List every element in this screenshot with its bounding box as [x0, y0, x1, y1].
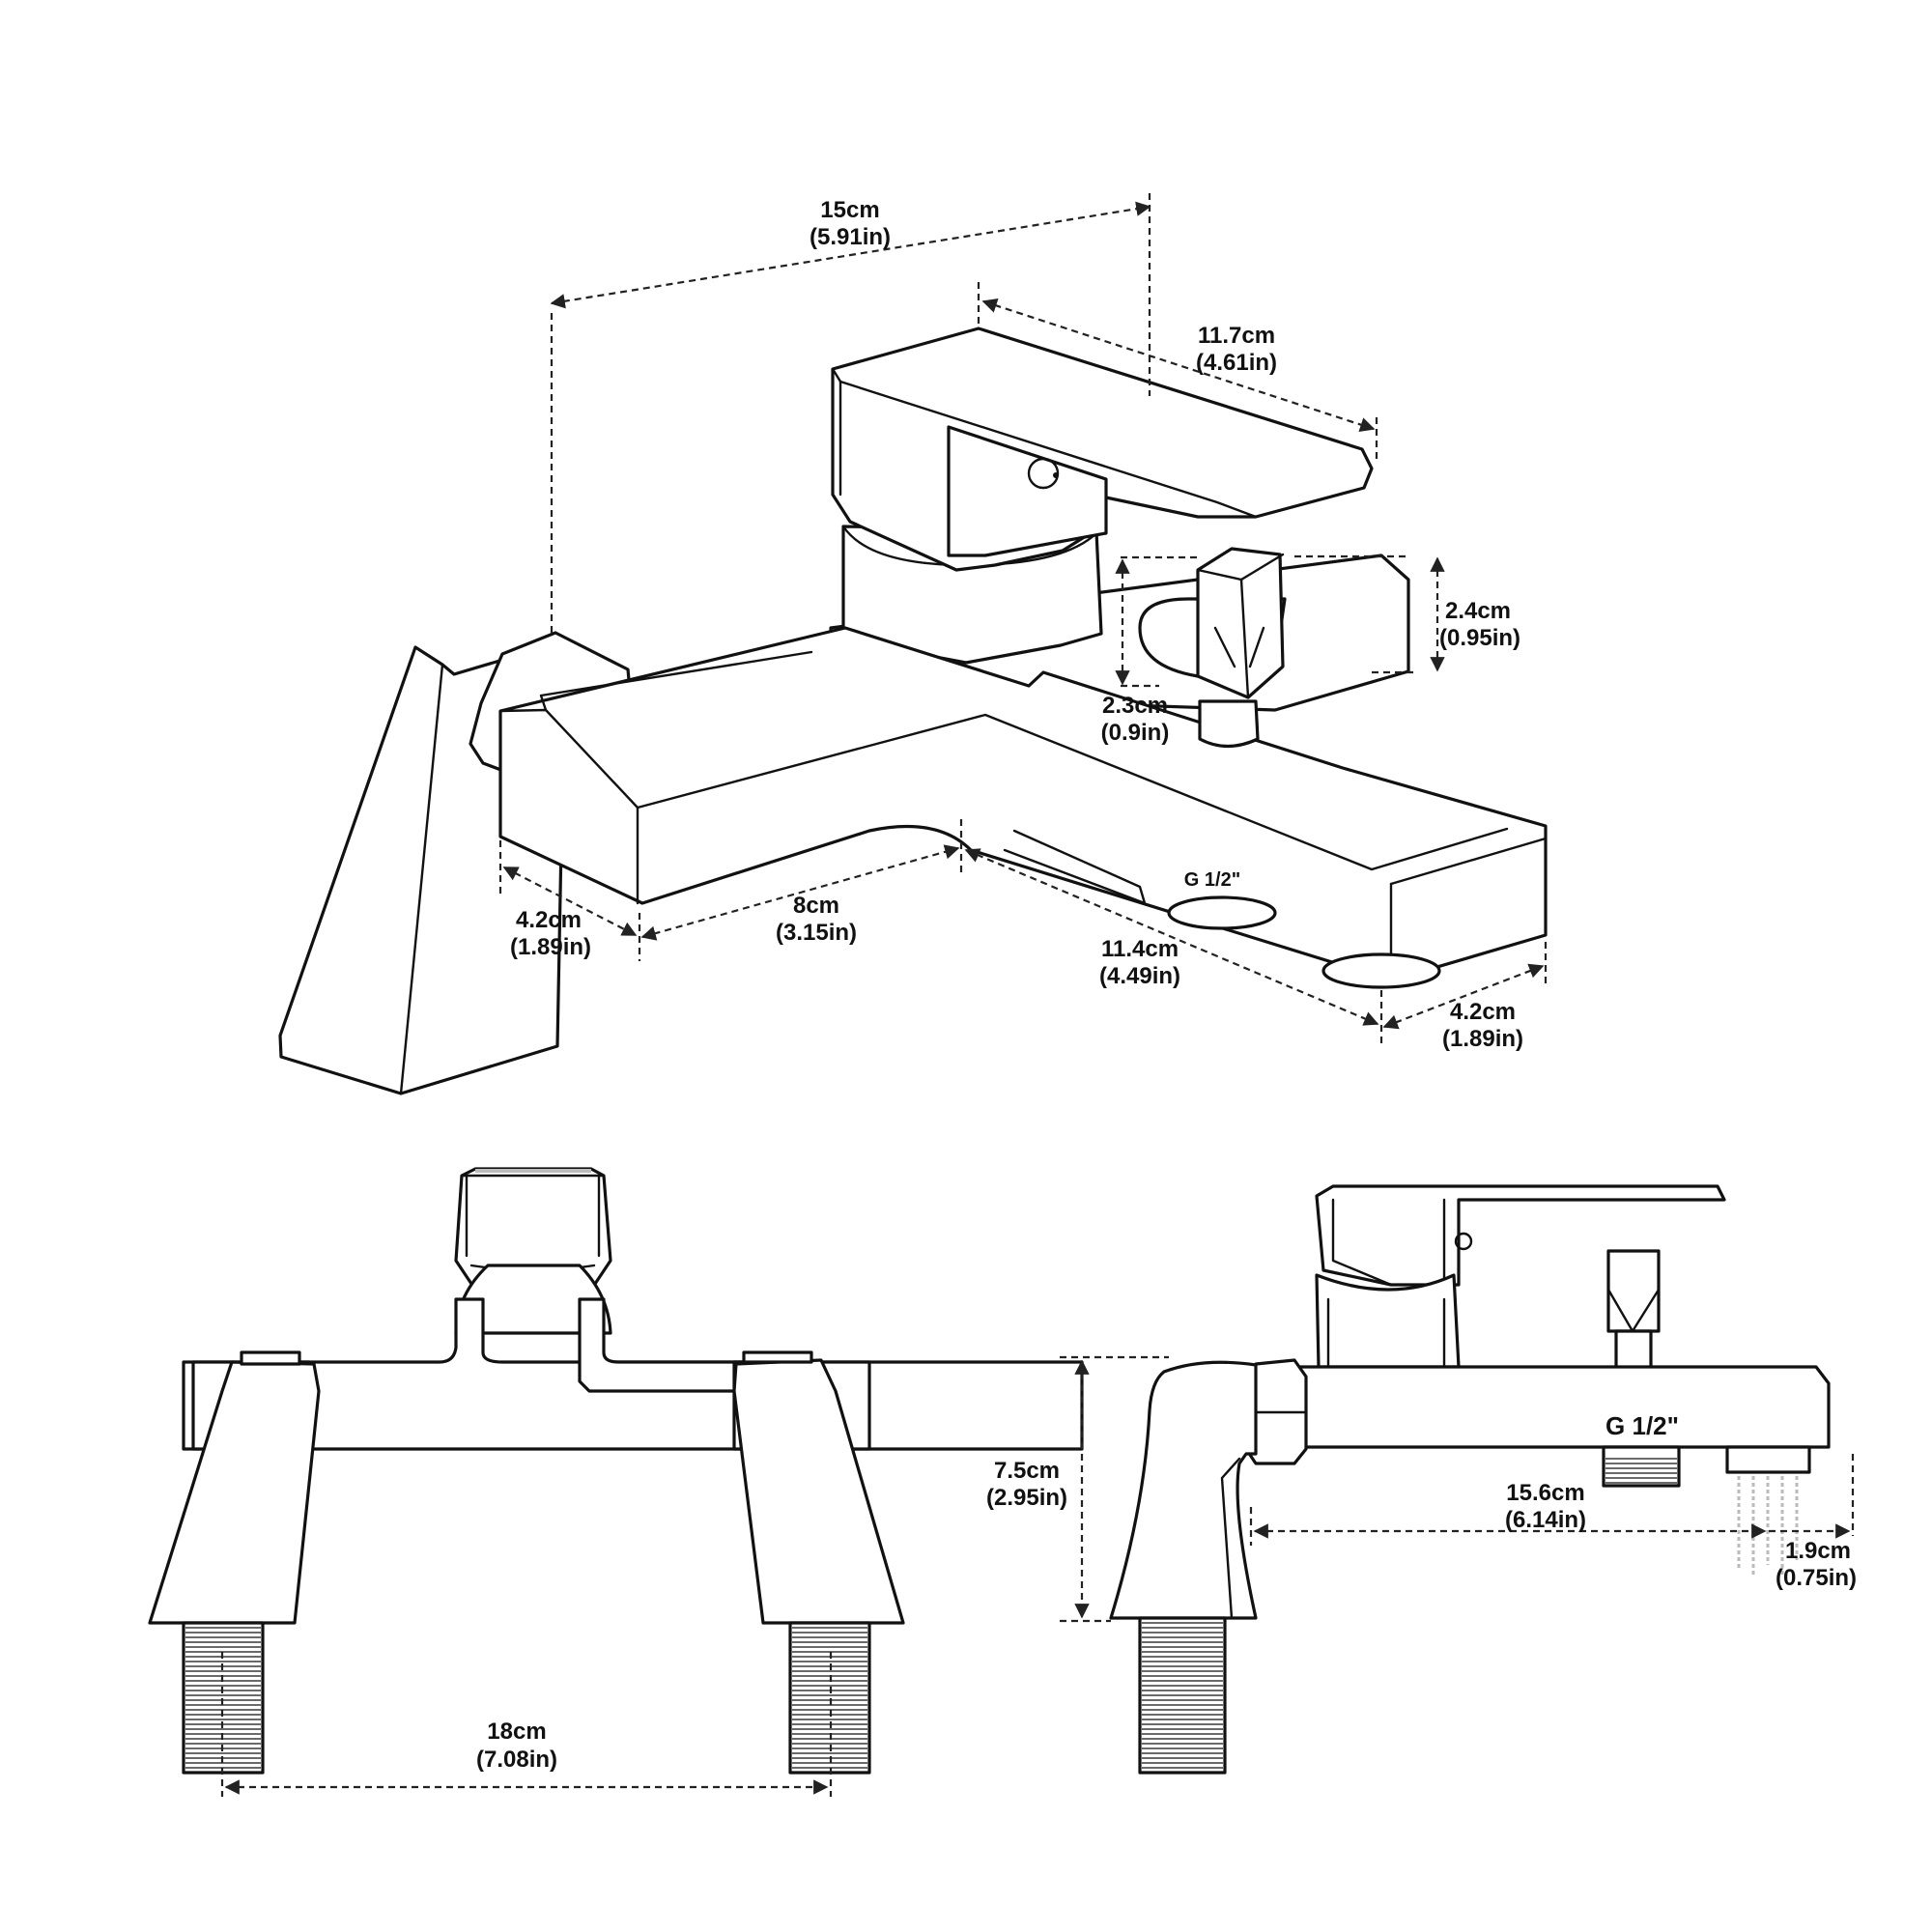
spout-length-in: (4.49in): [1099, 963, 1180, 989]
diverter-height-in: (0.95in): [1439, 625, 1520, 651]
handle-length-cm: 11.7cm: [1198, 323, 1275, 349]
leg-to-center-cm: 8cm: [793, 893, 839, 919]
side-outlet-drawing: [1725, 1445, 1811, 1474]
overall-width-in: (5.91in): [810, 224, 891, 250]
front-outlet-drawing: [454, 1167, 612, 1335]
handle-length-in: (4.61in): [1196, 350, 1277, 376]
side-reach-cm: 15.6cm: [1506, 1480, 1584, 1506]
body-depth-left-cm: 4.2cm: [516, 907, 582, 933]
front-right-thread-drawing: [788, 1621, 871, 1775]
side-diverter-drawing: [1606, 1249, 1661, 1370]
side-height-in: (2.95in): [986, 1485, 1067, 1511]
side-height-cm: 7.5cm: [994, 1458, 1060, 1484]
diverter-height-cm: 2.4cm: [1445, 598, 1511, 624]
bottom-connector-front-drawing: [1167, 895, 1277, 930]
outlet-diameter-in: (0.75in): [1776, 1565, 1857, 1591]
overall-width-cm: 15cm: [820, 197, 879, 223]
body-depth-left-in: (1.89in): [510, 934, 591, 960]
leg-to-center-in: (3.15in): [776, 920, 857, 946]
side-thread-drawing: [1138, 1616, 1227, 1775]
center-distance-cm: 18cm: [487, 1719, 546, 1745]
center-distance-in: (7.08in): [476, 1747, 557, 1773]
front-body-drawing: [182, 1297, 1084, 1451]
diverter-offset-in: (0.9in): [1101, 720, 1170, 746]
side-handle-drawing: [1315, 1184, 1726, 1369]
bottom-connector-rear-drawing: [1321, 952, 1441, 989]
diverter-offset-cm: 2.3cm: [1102, 693, 1168, 719]
diverter-knob-drawing: [1138, 547, 1287, 749]
front-left-leg-drawing: [148, 1350, 321, 1625]
front-view: 18cm (7.08in): [148, 1167, 1084, 1797]
top-thread-label: G 1/2": [1184, 869, 1240, 891]
side-connector-drawing: [1602, 1445, 1681, 1488]
perspective-view: [278, 327, 1548, 1095]
water-spray-drawing: [1737, 1476, 1799, 1575]
spout-depth-cm: 4.2cm: [1450, 999, 1516, 1025]
spout-length-cm: 11.4cm: [1101, 936, 1179, 962]
top-view-dimensions: 15cm (5.91in) 11.7cm (4.61in) 2.4cm (0.9…: [498, 193, 1548, 1052]
side-leg-drawing: [1109, 1360, 1258, 1620]
spout-depth-in: (1.89in): [1442, 1026, 1523, 1052]
side-reach-in: (6.14in): [1505, 1507, 1586, 1533]
side-thread-label: G 1/2": [1605, 1411, 1679, 1440]
side-body-drawing: [1293, 1365, 1831, 1449]
front-right-leg-drawing: [732, 1350, 905, 1625]
lever-handle-drawing: [831, 327, 1374, 572]
side-view: G 1/2" 7.5cm (2.95in) 15.6cm (6.14in) 1.…: [986, 1184, 1857, 1775]
outlet-diameter-cm: 1.9cm: [1785, 1538, 1851, 1564]
